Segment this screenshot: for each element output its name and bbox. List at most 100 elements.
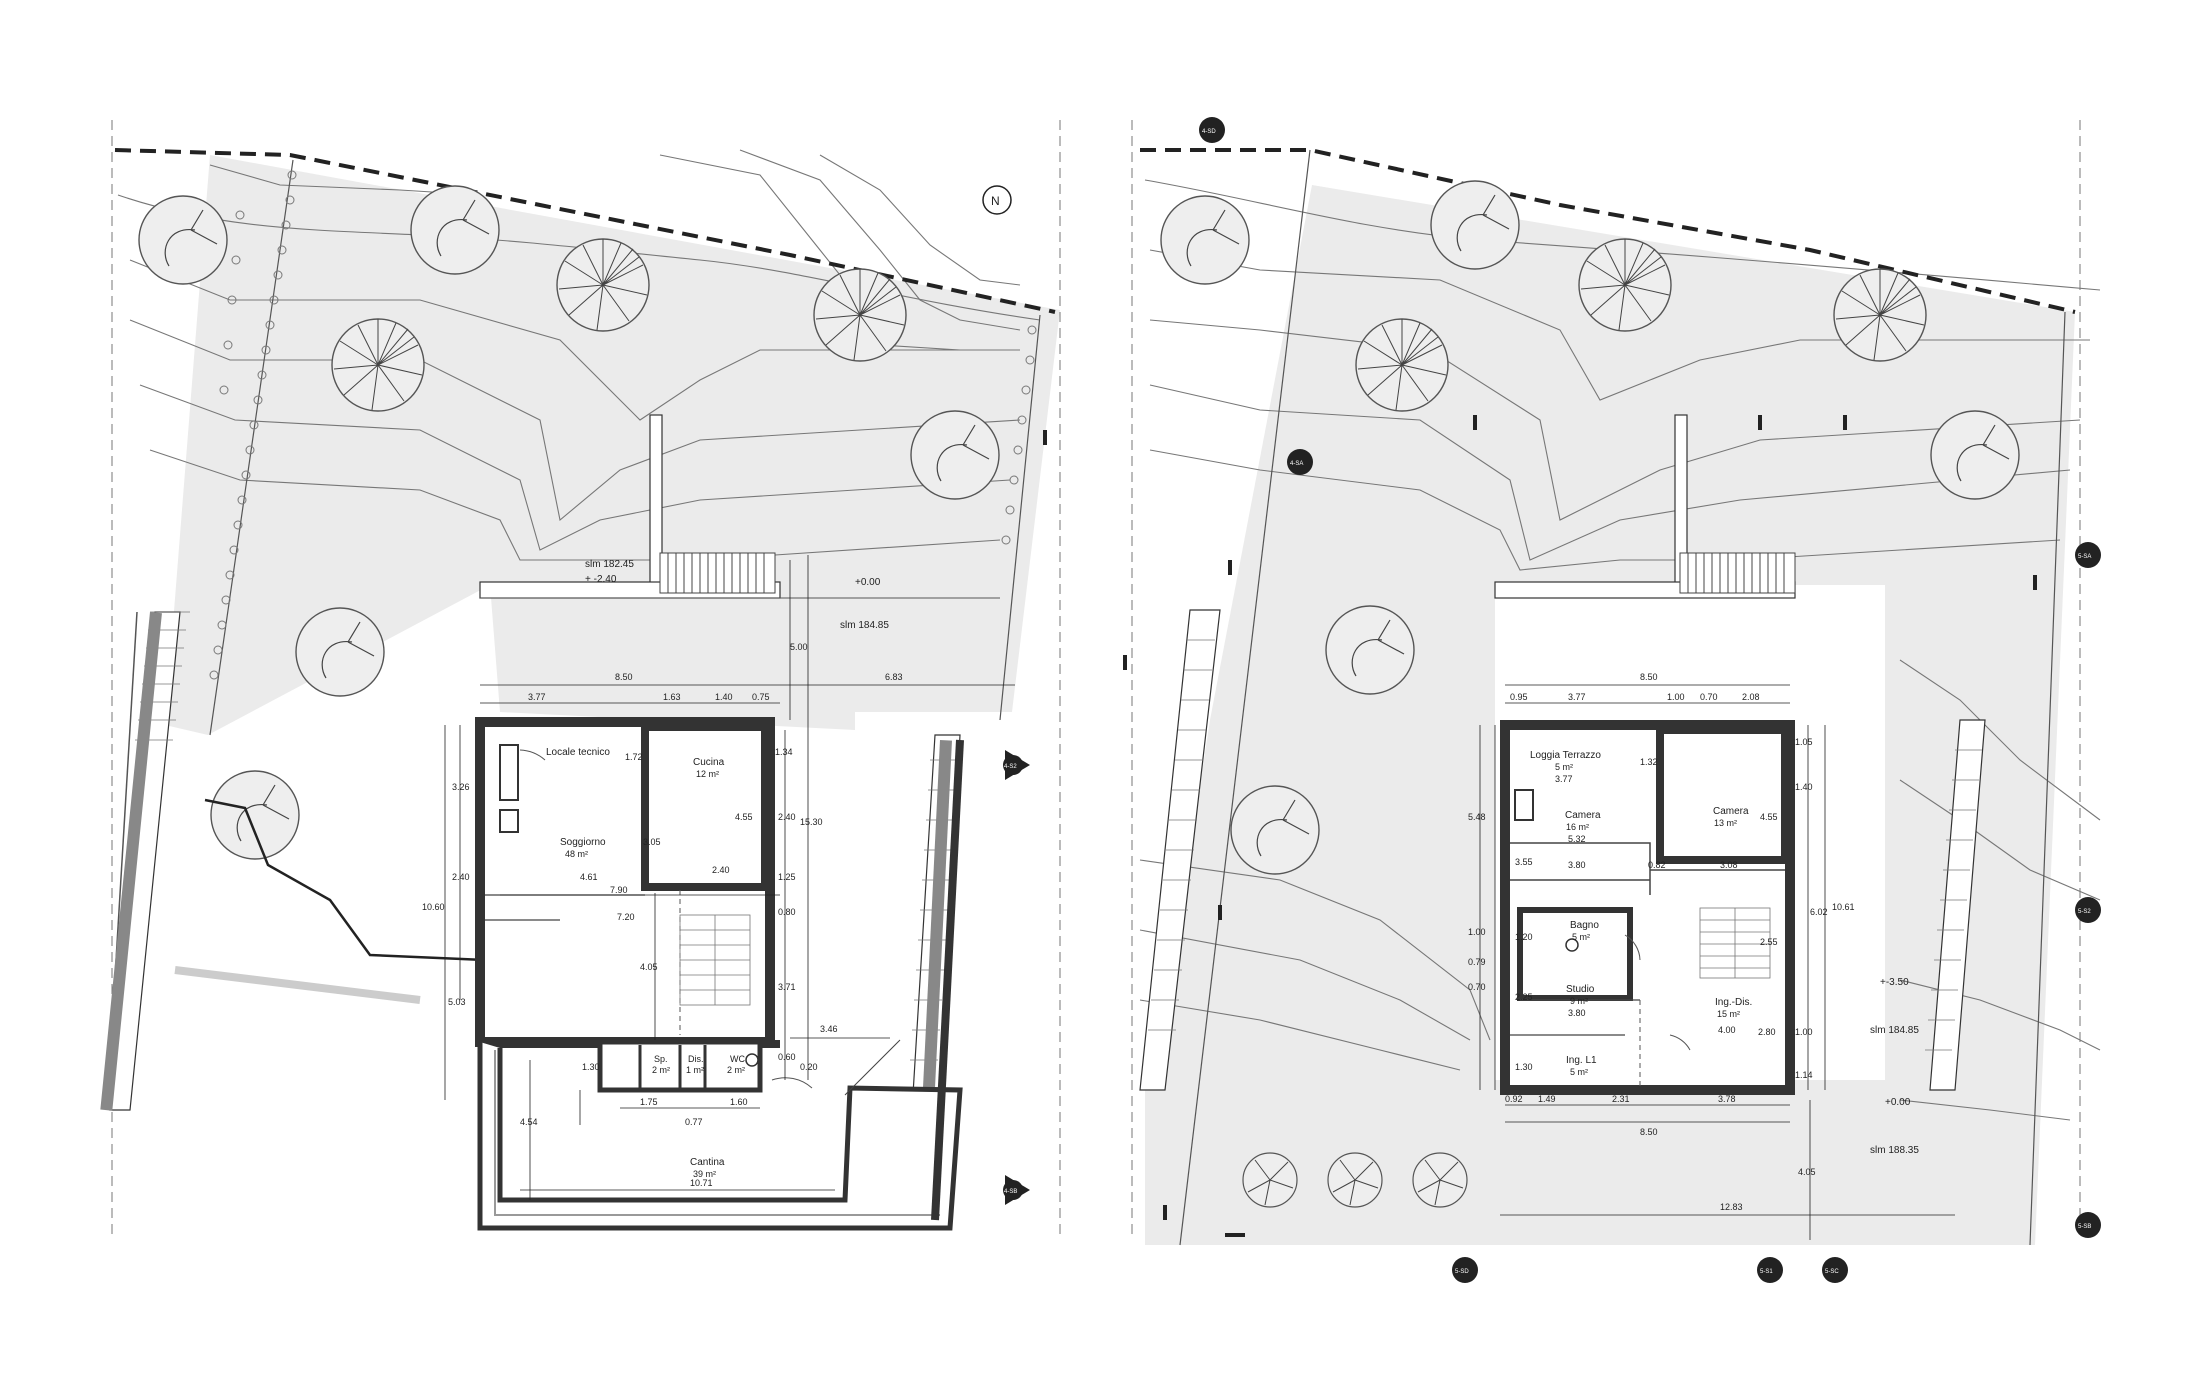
dimension-text: 1.25 bbox=[778, 872, 796, 882]
dimension-text: 4.54 bbox=[520, 1117, 538, 1127]
tree-icon bbox=[1578, 238, 1672, 332]
left-plan: N bbox=[100, 120, 1061, 1240]
dimension-text: 3.80 bbox=[1568, 1008, 1586, 1018]
dimension-text: 1.05 bbox=[1795, 737, 1813, 747]
dimension-text: 8.50 bbox=[1640, 672, 1658, 682]
dimension-text: 1.00 bbox=[1667, 692, 1685, 702]
room-area-ingresso: 15 m² bbox=[1717, 1009, 1740, 1019]
dimension-text: 1.30 bbox=[1515, 1062, 1533, 1072]
level-label: slm 188.35 bbox=[1870, 1145, 1919, 1156]
dimension-text: 5.48 bbox=[1468, 812, 1486, 822]
room-area-ing-l1: 5 m² bbox=[1570, 1067, 1588, 1077]
dimension-text: 0.60 bbox=[778, 1052, 796, 1062]
dimension-text: 1.49 bbox=[1538, 1094, 1556, 1104]
dimension-text: 0.70 bbox=[1468, 982, 1486, 992]
room-area-bagno: 5 m² bbox=[1572, 932, 1590, 942]
section-mark: 5-S2 bbox=[2075, 897, 2101, 923]
dimension-text: 0.70 bbox=[1700, 692, 1718, 702]
section-mark: 4-SB bbox=[1003, 1175, 1030, 1205]
section-mark: 4-S2 bbox=[1003, 750, 1030, 780]
room-label-cucina: Cucina bbox=[693, 757, 725, 768]
external-stair-left bbox=[100, 611, 190, 1111]
room-label-dis: Dis. bbox=[688, 1054, 704, 1064]
dimension-text: 2.40 bbox=[712, 865, 730, 875]
tree-icon bbox=[1160, 195, 1250, 285]
room-area-loggia: 5 m² bbox=[1555, 762, 1573, 772]
level-label: +-3.50 bbox=[1880, 977, 1909, 988]
tree-icon bbox=[556, 238, 650, 332]
level-label: +0.00 bbox=[855, 577, 881, 588]
level-label: slm 184.85 bbox=[840, 620, 889, 631]
dimension-text: 2.80 bbox=[1758, 1027, 1776, 1037]
stair-right-top bbox=[1679, 552, 1796, 594]
external-stair-right-right bbox=[1925, 719, 1986, 1091]
tree-icon bbox=[1325, 605, 1415, 695]
dimension-text: 4.05 bbox=[640, 962, 658, 972]
dimension-text: 1.00 bbox=[1468, 927, 1486, 937]
svg-text:5-SD: 5-SD bbox=[1455, 1269, 1469, 1275]
right-plan: Loggia Terrazzo 5 m² 3.77 Camera 16 m² 5… bbox=[1043, 117, 2101, 1283]
room-area-camera-2: 13 m² bbox=[1714, 818, 1737, 828]
tree-icon bbox=[295, 607, 385, 697]
section-mark: 5-SA bbox=[2075, 542, 2101, 568]
room-label-ing-l1: Ing. L1 bbox=[1566, 1055, 1597, 1066]
dimension-text: 0.82 bbox=[1648, 860, 1666, 870]
dimension-lines-left bbox=[444, 555, 1015, 1200]
dimension-text: 4.55 bbox=[1760, 812, 1778, 822]
dimension-text: 10.71 bbox=[690, 1178, 713, 1188]
dimension-text: 7.20 bbox=[617, 912, 635, 922]
dimension-text: 0.20 bbox=[800, 1062, 818, 1072]
room-area-cucina: 12 m² bbox=[696, 769, 719, 779]
section-mark: 5-SC bbox=[1822, 1257, 1848, 1283]
dimension-text: 3.46 bbox=[820, 1024, 838, 1034]
room-area-soggiorno: 48 m² bbox=[565, 849, 588, 859]
svg-text:N: N bbox=[991, 194, 1000, 208]
dimension-text: 0.77 bbox=[685, 1117, 703, 1127]
dimension-text: 2.08 bbox=[1742, 692, 1760, 702]
dimension-text: 3.77 bbox=[528, 692, 546, 702]
level-label: slm 182.45 bbox=[585, 559, 634, 570]
stair-left-top bbox=[659, 552, 776, 594]
dimension-text: 3.26 bbox=[452, 782, 470, 792]
room-label-cantina: Cantina bbox=[690, 1157, 725, 1168]
tree-icon bbox=[1430, 180, 1520, 270]
tree-icon bbox=[813, 268, 907, 362]
dimension-text: 3.08 bbox=[1720, 860, 1738, 870]
dimension-text: 5.00 bbox=[790, 642, 808, 652]
dimension-text: 3.77 bbox=[1568, 692, 1586, 702]
room-label-wc: WC bbox=[730, 1054, 745, 1064]
dimension-text: 3.55 bbox=[1515, 857, 1533, 867]
dimension-text: 15.30 bbox=[800, 817, 823, 827]
dimension-text: 4.05 bbox=[1798, 1167, 1816, 1177]
dimension-text: 8.50 bbox=[615, 672, 633, 682]
dimension-text: 2.25 bbox=[1515, 992, 1533, 1002]
dimension-text: 12.83 bbox=[1720, 1202, 1743, 1212]
tree-icon bbox=[1230, 785, 1320, 875]
room-area-dis: 1 m² bbox=[686, 1065, 704, 1075]
room-area-wc: 2 m² bbox=[727, 1065, 745, 1075]
dimension-text: 0.80 bbox=[778, 907, 796, 917]
tree-icon bbox=[1930, 410, 2020, 500]
dimension-text: 1.00 bbox=[1795, 1027, 1813, 1037]
dimension-text: 3.77 bbox=[1555, 774, 1573, 784]
dimension-text: 2.40 bbox=[778, 812, 796, 822]
svg-text:5-SB: 5-SB bbox=[2078, 1224, 2091, 1230]
dimension-text: 1.75 bbox=[640, 1097, 658, 1107]
tree-icon bbox=[1833, 268, 1927, 362]
svg-text:4-S2: 4-S2 bbox=[1004, 764, 1017, 770]
dimension-text: 3.78 bbox=[1718, 1094, 1736, 1104]
hedge-left bbox=[209, 170, 1037, 680]
dimension-text: 1.63 bbox=[663, 692, 681, 702]
section-ticks bbox=[1043, 415, 2037, 1237]
room-area-cantina: 39 m² bbox=[693, 1169, 716, 1179]
tree-icon bbox=[331, 318, 425, 412]
dimension-text: 0.75 bbox=[752, 692, 770, 702]
section-mark: 5-S1 bbox=[1757, 1257, 1783, 1283]
room-label-bagno: Bagno bbox=[1570, 920, 1599, 931]
dimension-text: 1.60 bbox=[730, 1097, 748, 1107]
dimension-text: 1.14 bbox=[1795, 1070, 1813, 1080]
tree-row bbox=[1242, 1152, 1468, 1208]
dimension-text: 5.03 bbox=[448, 997, 466, 1007]
section-mark: 4-SA bbox=[1287, 449, 1313, 475]
